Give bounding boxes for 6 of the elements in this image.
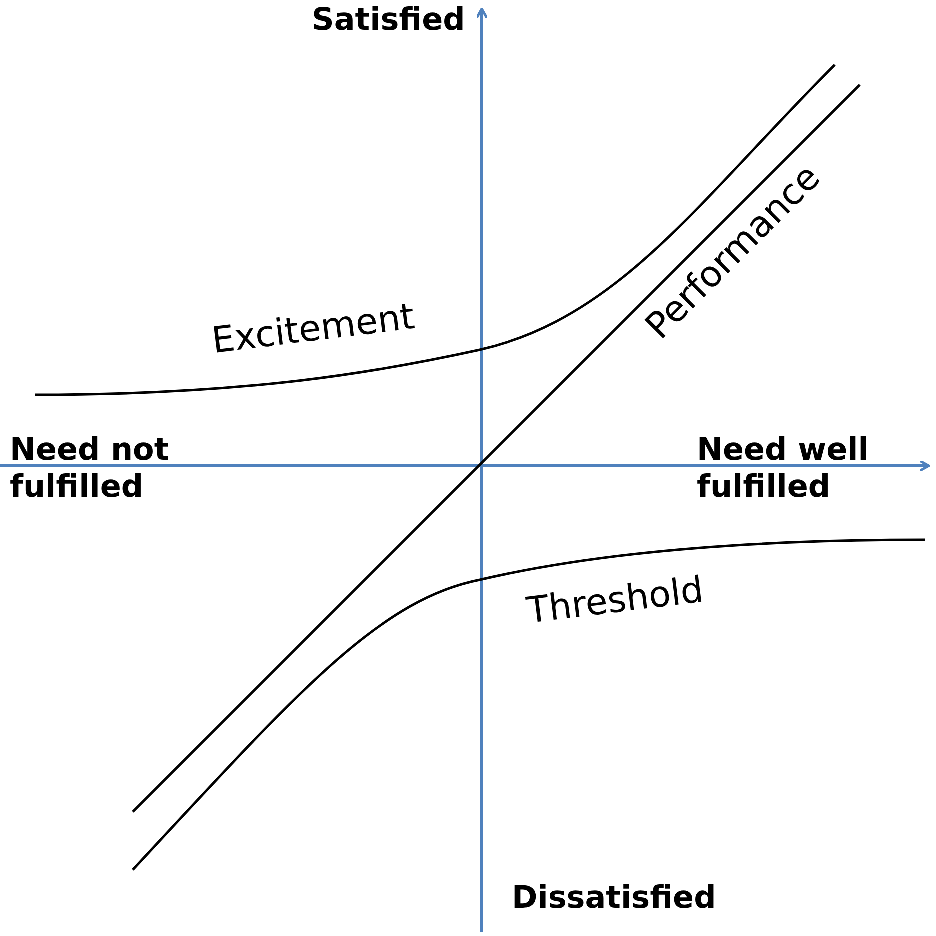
axis-label: Need well fulfilled [697,432,870,506]
axis-label: Satisfied [312,2,466,40]
curve-label: Excitement [210,296,418,364]
axis-label: Need not fulfilled [10,432,170,506]
curve-label: Threshold [524,568,706,634]
axis-label: Dissatisfied [512,880,716,918]
